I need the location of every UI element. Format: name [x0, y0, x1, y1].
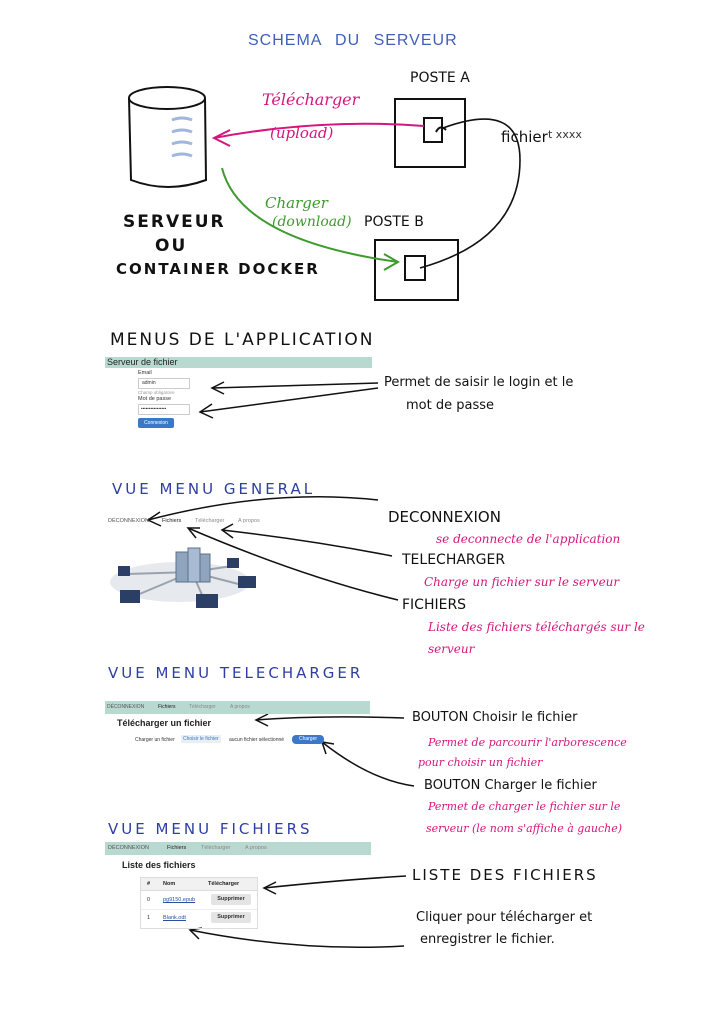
vue-telecharger-heading: VUE MENU TELECHARGER — [108, 664, 364, 682]
email-field[interactable]: admin — [138, 378, 190, 389]
fichier-ext-label: t xxxx — [548, 128, 582, 141]
poste-b-label: POSTE B — [364, 214, 424, 230]
delete-button[interactable]: Supprimer — [211, 894, 251, 905]
nav-deconnexion[interactable]: DÉCONNEXION — [107, 704, 145, 710]
login-annotation-line2: mot de passe — [406, 398, 494, 413]
charger-button[interactable]: Charger — [292, 735, 324, 744]
table-row: 0 pg9150.epub Supprimer — [141, 892, 257, 910]
liste-desc-line1: Cliquer pour télécharger et — [416, 910, 593, 925]
btn1-desc-line2: pour choisir un fichier — [418, 756, 543, 769]
liste-desc-line2: enregistrer le fichier. — [420, 932, 555, 947]
nav-fichiers[interactable]: Fichiers — [162, 518, 182, 524]
login-annotation-line1: Permet de saisir le login et le — [384, 375, 574, 390]
btn2-desc-line2: serveur (le nom s'affiche à gauche) — [426, 822, 623, 835]
file-link[interactable]: pg9150.epub — [163, 897, 196, 903]
deconnexion-desc: se deconnecte de l'application — [436, 532, 621, 546]
table-row: 1 Blank.odt Supprimer — [141, 910, 257, 927]
btn2-title: BOUTON Charger le fichier — [424, 778, 597, 793]
table-header-row: # Nom Télécharger — [141, 878, 257, 891]
telecharger-desc: Charge un fichier sur le serveur — [424, 575, 620, 589]
server-label-line2: OU — [155, 236, 188, 256]
fichier-label: fichier — [501, 128, 548, 146]
fichiers-desc-line1: Liste des fichiers téléchargés sur le — [428, 620, 645, 634]
btn1-desc-line1: Permet de parcourir l'arborescence — [428, 736, 627, 749]
column-header: Nom — [163, 881, 176, 887]
nav-telecharger[interactable]: Télécharger — [195, 518, 225, 524]
poste-a-box — [394, 98, 466, 168]
poste-a-label: POSTE A — [410, 70, 470, 86]
row-index: 0 — [147, 897, 151, 903]
menus-heading: MENUS DE L'APPLICATION — [110, 330, 375, 350]
file-table: # Nom Télécharger 0 pg9150.epub Supprime… — [140, 877, 258, 929]
general-navbar: DÉCONNEXION Fichiers Télécharger A propo… — [105, 515, 372, 528]
upload-arrow — [213, 122, 425, 139]
nav-apropos[interactable]: A propos — [245, 845, 267, 851]
nav-fichiers[interactable]: Fichiers — [167, 845, 187, 851]
network-illustration-icon — [110, 547, 256, 608]
connexion-button[interactable]: Connexion — [138, 418, 174, 428]
upload-field-label: Charger un fichier — [135, 737, 175, 743]
telecharger-navbar: DÉCONNEXION Fichiers Télécharger A propo… — [105, 701, 370, 714]
upload-label: Télécharger — [262, 90, 360, 109]
nav-deconnexion[interactable]: DÉCONNEXION — [108, 845, 149, 851]
page-title: SCHEMA DU SERVEUR — [248, 32, 458, 49]
telecharger-title: TELECHARGER — [402, 552, 506, 568]
email-field-value: admin — [142, 380, 156, 386]
password-field[interactable]: •••••••••••••••• — [138, 404, 190, 415]
nav-fichiers[interactable]: Fichiers — [158, 704, 176, 710]
download-sub-label: (download) — [272, 214, 352, 230]
server-cylinder-icon — [128, 86, 208, 188]
nav-apropos[interactable]: A propos — [230, 704, 250, 710]
fichier-connector — [419, 118, 521, 269]
liste-title: LISTE DES FICHIERS — [412, 866, 598, 884]
login-header-bar: Serveur de fichier — [105, 357, 372, 368]
fichiers-desc-line2: serveur — [428, 642, 475, 656]
poste-b-box — [374, 239, 459, 301]
deconnexion-title: DECONNEXION — [388, 508, 501, 526]
login-header-title: Serveur de fichier — [107, 357, 178, 367]
no-file-text: aucun fichier sélectionné — [229, 737, 285, 743]
server-label-line1: SERVEUR — [123, 212, 226, 232]
row-index: 1 — [147, 915, 151, 921]
btn1-title: BOUTON Choisir le fichier — [412, 710, 578, 725]
email-label: Email — [138, 370, 152, 376]
choose-file-button[interactable]: Choisir le fichier — [181, 735, 221, 743]
upload-form-title: Télécharger un fichier — [117, 718, 212, 728]
nav-deconnexion[interactable]: DÉCONNEXION — [108, 518, 149, 524]
upload-sub-label: (upload) — [270, 124, 334, 142]
btn2-desc-line1: Permet de charger le fichier sur le — [428, 800, 621, 813]
fichiers-title: FICHIERS — [402, 597, 467, 613]
download-label: Charger — [265, 194, 328, 212]
file-list-title: Liste des fichiers — [122, 860, 196, 870]
required-hint: Champ obligatoire — [138, 390, 175, 395]
column-header: Télécharger — [208, 881, 240, 887]
vue-fichiers-heading: VUE MENU FICHIERS — [108, 820, 313, 838]
nav-apropos[interactable]: A propos — [238, 518, 260, 524]
server-label-line3: CONTAINER DOCKER — [116, 260, 320, 278]
password-field-value: •••••••••••••••• — [141, 406, 167, 411]
fichiers-navbar: DÉCONNEXION Fichiers Télécharger A propo… — [105, 842, 371, 855]
delete-button[interactable]: Supprimer — [211, 912, 251, 923]
column-header: # — [147, 881, 151, 887]
password-label: Mot de passe — [138, 396, 172, 402]
vue-general-heading: VUE MENU GENERAL — [112, 480, 316, 498]
nav-telecharger[interactable]: Télécharger — [201, 845, 231, 851]
download-arrow — [221, 167, 399, 263]
file-link[interactable]: Blank.odt — [163, 915, 186, 921]
nav-telecharger[interactable]: Télécharger — [189, 704, 216, 710]
